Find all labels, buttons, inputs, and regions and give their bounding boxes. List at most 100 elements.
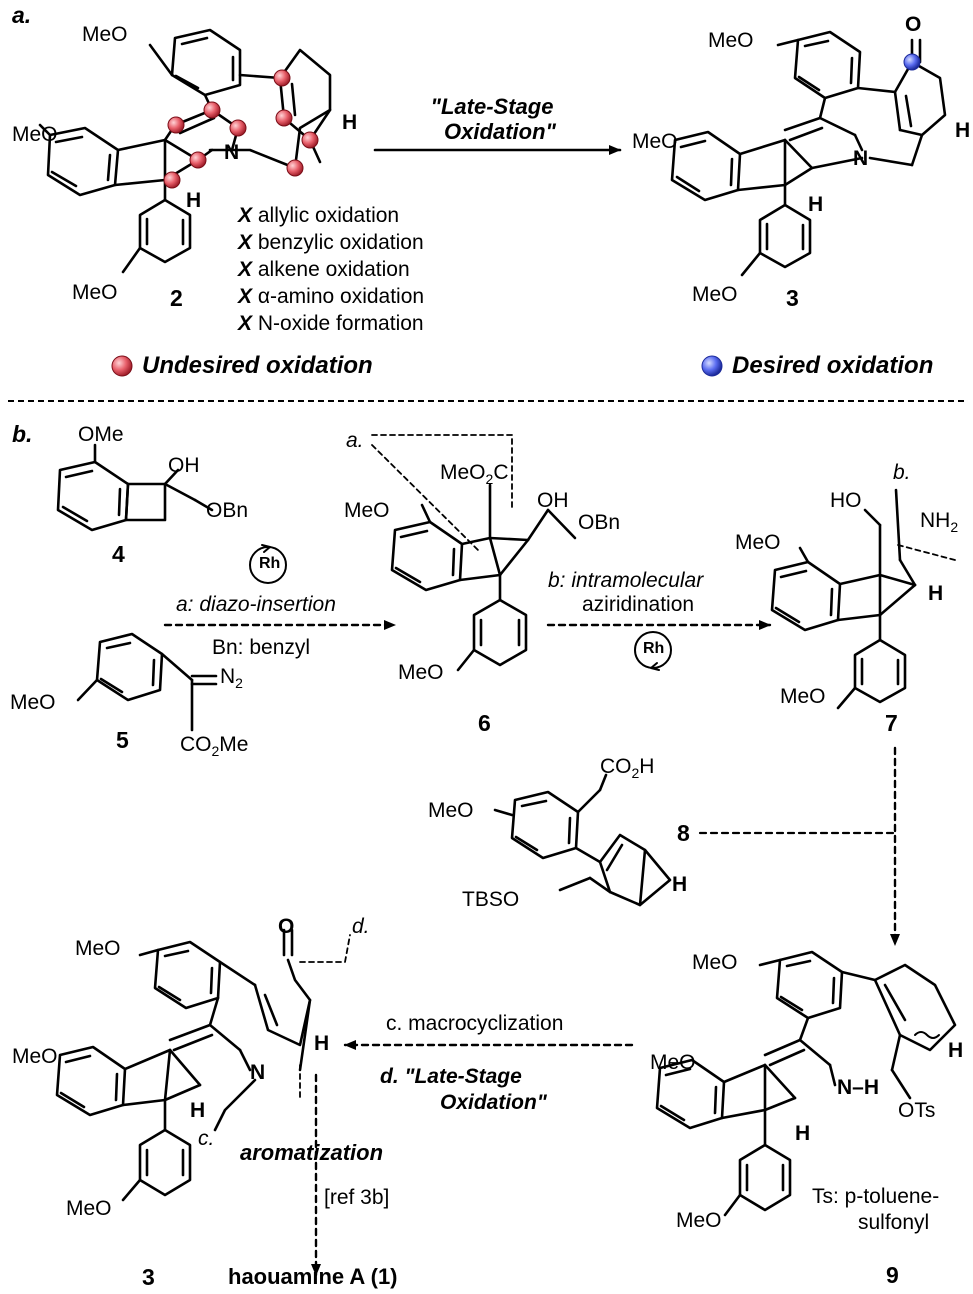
- c3a-h-lower: H: [808, 193, 824, 216]
- compound-6-disconnection-a: [371, 434, 513, 551]
- step-c-text: c. macrocyclization: [386, 1012, 564, 1035]
- legend-undesired-marker: [111, 355, 133, 377]
- c6-obn: OBn: [578, 511, 621, 534]
- c3a-h-right: H: [955, 119, 971, 142]
- failure-text: benzylic oxidation: [257, 231, 424, 254]
- c2-h-lower: H: [186, 189, 202, 212]
- c3a-meo-left: MeO: [632, 130, 678, 153]
- c3b-meo-top: MeO: [75, 937, 121, 960]
- c7-ho: HO: [830, 489, 862, 512]
- failure-item: X α-amino oxidation: [238, 286, 424, 307]
- legend-desired-text: Desired oxidation: [732, 352, 934, 379]
- failure-mark: X: [238, 312, 253, 335]
- c7-h: H: [928, 582, 944, 605]
- c3b-label-c: c.: [198, 1127, 215, 1150]
- c3a-oxygen: O: [905, 13, 922, 36]
- c9-meo-bottom: MeO: [676, 1209, 722, 1232]
- c6-label-a: a.: [346, 429, 364, 452]
- c9-h-right: H: [948, 1039, 964, 1062]
- failure-item: X allylic oxidation: [238, 205, 399, 226]
- rh-cycle-arrowhead-b: [650, 662, 660, 671]
- step-d-line2: Oxidation": [440, 1091, 547, 1114]
- compound-7-structure: [770, 488, 917, 710]
- c3a-nitrogen: N: [853, 147, 869, 170]
- c6-ester: MeO2C: [440, 461, 509, 487]
- c8-h: H: [672, 873, 688, 896]
- failure-item: X alkene oxidation: [238, 259, 410, 280]
- step-b-line1: b: intramolecular: [548, 569, 704, 592]
- failure-text: α-amino oxidation: [257, 285, 425, 308]
- c7-meo-bottom: MeO: [780, 685, 826, 708]
- compound-3-disconnections: [299, 934, 351, 1101]
- legend-undesired-text: Undesired oxidation: [142, 352, 373, 379]
- part-b-label: b.: [12, 421, 33, 447]
- c8-tbso: TBSO: [462, 888, 520, 911]
- failure-mark: X: [238, 231, 253, 254]
- compound-7-disconnection-b: [897, 544, 956, 561]
- ts-definition-line1: Ts: p-toluene-: [812, 1185, 940, 1208]
- c2-meo-left: MeO: [12, 123, 58, 146]
- failure-text: allylic oxidation: [257, 204, 400, 227]
- c9-nh: N–H: [837, 1076, 880, 1099]
- compound-3-desired-site: [903, 53, 921, 71]
- c3a-meo-top: MeO: [708, 29, 754, 52]
- c9-meo-left: MeO: [650, 1051, 696, 1074]
- compound-4-structure: [56, 443, 214, 532]
- compound-3b-number: 3: [142, 1264, 155, 1290]
- c3b-h-right: H: [314, 1032, 330, 1055]
- failure-mark: X: [238, 258, 253, 281]
- step-b-line2: aziridination: [582, 593, 695, 616]
- c3b-oxygen: O: [278, 915, 295, 938]
- c8-meo: MeO: [428, 799, 474, 822]
- step-a-line2: Bn: benzyl: [212, 636, 311, 659]
- c2-h-right: H: [342, 111, 358, 134]
- c9-meo-top: MeO: [692, 951, 738, 974]
- legend-desired-marker: [701, 355, 723, 377]
- compound-2-number: 2: [170, 285, 183, 311]
- c4-obn: OBn: [206, 499, 249, 522]
- c9-ots: OTs: [898, 1099, 936, 1122]
- c3b-nitrogen: N: [250, 1061, 266, 1084]
- ts-definition-line2: sulfonyl: [858, 1211, 930, 1234]
- step-d-line1: d. "Late-Stage: [380, 1065, 522, 1088]
- late-stage-text-line1: "Late-Stage: [430, 94, 554, 119]
- failure-mark: X: [238, 285, 253, 308]
- c4-ome: OMe: [78, 423, 124, 446]
- compound-9-structure: [655, 950, 957, 1217]
- rh-cycle-arrowhead-a: [261, 544, 271, 553]
- compound-6-number: 6: [478, 710, 491, 736]
- c5-n2: N2: [220, 665, 243, 691]
- c7-meo-left: MeO: [735, 531, 781, 554]
- compound-4-number: 4: [112, 541, 125, 567]
- compound-7-number: 7: [885, 710, 898, 736]
- failure-text: alkene oxidation: [257, 258, 410, 281]
- compound-8-structure: [493, 773, 672, 907]
- compound-3a-number: 3: [786, 285, 799, 311]
- compound-3-structure-a: [670, 30, 947, 277]
- compound-8-number: 8: [677, 820, 690, 846]
- compound-2-structure: [38, 28, 332, 274]
- c5-meo: MeO: [10, 691, 56, 714]
- failure-text: N-oxide formation: [257, 312, 424, 335]
- c3b-label-d: d.: [352, 915, 370, 938]
- compound-2-undesired-sites: [163, 69, 319, 189]
- step-a-line1: a: diazo-insertion: [176, 593, 336, 616]
- c3a-meo-bottom: MeO: [692, 283, 738, 306]
- c9-h-lower: H: [795, 1122, 811, 1145]
- compound-5-number: 5: [116, 727, 129, 753]
- compound-5-structure: [76, 632, 218, 732]
- c3b-meo-left: MeO: [12, 1045, 58, 1068]
- c2-meo-top: MeO: [82, 23, 128, 46]
- compound-3-structure-b: [55, 928, 312, 1202]
- c4-oh: OH: [168, 454, 200, 477]
- c5-ester: CO2Me: [180, 733, 249, 759]
- c2-meo-bottom: MeO: [72, 281, 118, 304]
- c8-acid: CO2H: [600, 755, 655, 781]
- c3b-meo-bottom: MeO: [66, 1197, 112, 1220]
- rh-label-a: Rh: [259, 555, 281, 572]
- failure-item: X N-oxide formation: [238, 313, 424, 334]
- product-name: haouamine A (1): [228, 1264, 398, 1289]
- rh-label-b: Rh: [643, 640, 665, 657]
